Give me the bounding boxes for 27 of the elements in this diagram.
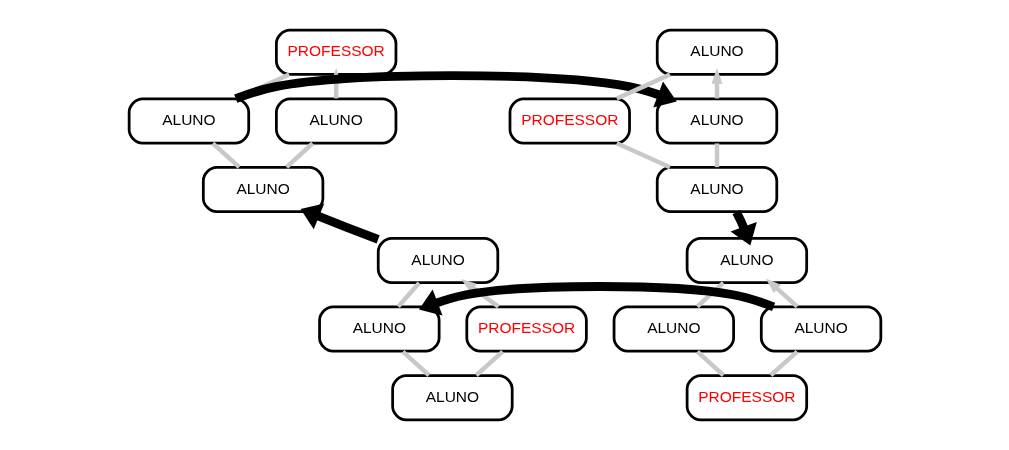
node-box: PROFESSOR (274, 28, 397, 76)
connector (714, 143, 719, 168)
node-box: PROFESSOR (685, 374, 808, 422)
node-box: ALUNO (655, 28, 778, 76)
node-box: ALUNO (201, 166, 324, 214)
node-box: ALUNO (127, 97, 250, 145)
node-box: PROFESSOR (508, 97, 631, 145)
node-box: ALUNO (759, 305, 882, 353)
node-box: PROFESSOR (464, 305, 588, 353)
node-box: ALUNO (376, 236, 499, 284)
connector (695, 349, 725, 377)
arrow (460, 278, 500, 309)
arrow (765, 278, 799, 309)
node-box: ALUNO (655, 166, 778, 214)
arrow (418, 282, 775, 316)
node-box: ALUNO (685, 236, 808, 284)
node-box: ALUNO (612, 305, 735, 353)
connector (210, 141, 241, 169)
connector (615, 72, 671, 101)
node-box: ALUNO (317, 305, 440, 353)
connector (615, 141, 671, 170)
connector (695, 281, 725, 309)
node-box: ALUNO (274, 97, 397, 145)
node-box: ALUNO (655, 97, 778, 145)
arrow (300, 203, 380, 244)
node-box: ALUNO (390, 374, 514, 422)
arrow (730, 209, 757, 246)
